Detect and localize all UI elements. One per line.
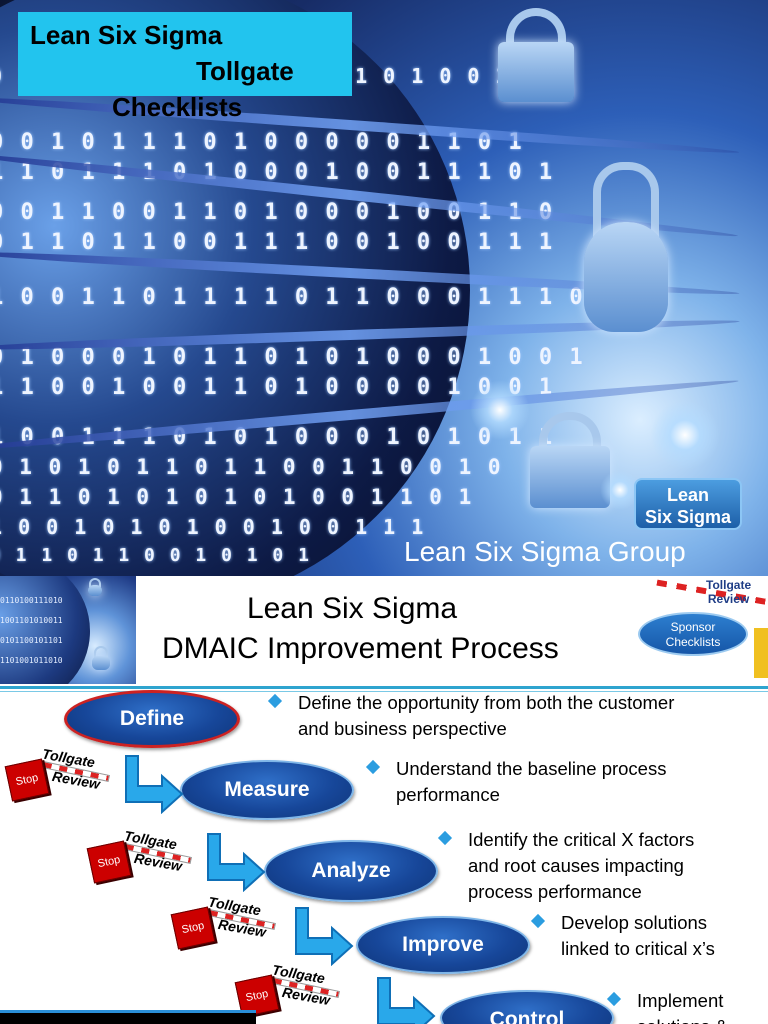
cover-title-line1: Lean Six Sigma: [30, 20, 223, 50]
slide-title-line2: DMAIC Improvement Process: [162, 632, 559, 665]
bullet-diamond-icon: [365, 759, 381, 775]
flow-arrow-icon: [207, 833, 266, 892]
padlock-icon: [584, 162, 668, 332]
light-glow: [650, 400, 720, 470]
sponsor-checklists-badge: Sponsor Checklists: [638, 612, 748, 656]
measure-description: Understand the baseline process performa…: [365, 756, 666, 808]
tollgate-stop-sign: Stop Tollgate Review: [4, 746, 116, 808]
tollgate-review-graphic: Tollgate Review Sponsor Checklists: [636, 576, 768, 680]
stop-sign-icon: Stop: [170, 906, 216, 950]
analyze-step: Analyze: [264, 840, 438, 902]
bullet-diamond-icon: [606, 991, 622, 1007]
tollgate-stop-sign: Stop Tollgate Review: [86, 828, 198, 890]
improve-step: Improve: [356, 916, 530, 974]
analyze-description: Identify the critical X factors and root…: [437, 827, 694, 905]
control-step: Control: [440, 990, 614, 1024]
footer-bar: [0, 1010, 256, 1024]
title-box: [18, 12, 352, 96]
padlock-icon: [88, 578, 102, 596]
binary-text-decoration: 0 1 1 0 1 1 0 0 1 0 1 0 1: [0, 545, 311, 566]
cover-title-line2: Tollgate: [196, 56, 294, 86]
bullet-diamond-icon: [530, 913, 546, 929]
flow-arrow-icon: [295, 907, 354, 966]
tollgate-review-label: Tollgate Review: [706, 578, 752, 606]
tollgate-stop-sign: Stop Tollgate Review: [170, 894, 282, 956]
measure-step: Measure: [180, 760, 354, 820]
stop-sign-icon: Stop: [4, 758, 50, 802]
header-thumbnail-image: 0110100111010 1001101010011 010110010110…: [0, 576, 136, 684]
define-description: Define the opportunity from both the cus…: [267, 690, 674, 742]
binary-text-decoration: 0 1 1 0 1 1 0 0 1 1 1 0 0 1 0 0 1 1 1: [0, 230, 555, 255]
control-description: Implement solutions &: [606, 988, 728, 1024]
padlock-icon: [498, 8, 574, 102]
light-glow: [470, 380, 530, 440]
binary-text-decoration: 1 1 0 0 1 0 0 1 1 0 1 0 0 0 0 1 0 0 1: [0, 375, 555, 400]
dmaic-slide: 0110100111010 1001101010011 010110010110…: [0, 576, 768, 1024]
group-name: Lean Six Sigma Group: [404, 536, 686, 567]
cover-slide: 0 1 1 0 1 0 0 1 1 1 0 1 0 1 0 1 0 0 1 0 …: [0, 0, 768, 576]
binary-text-decoration: 1 0 0 1 1 0 1 1 1 1 0 1 1 0 0 0 1 1 1 0: [0, 285, 585, 310]
logo-line2: Six Sigma: [644, 507, 732, 527]
slide-header: 0110100111010 1001101010011 010110010110…: [0, 576, 768, 684]
light-glow: [600, 470, 640, 510]
bullet-diamond-icon: [267, 693, 283, 709]
flow-arrow-icon: [377, 977, 436, 1024]
padlock-icon: [530, 412, 610, 508]
slide-title-line1: Lean Six Sigma: [246, 592, 458, 625]
bullet-diamond-icon: [437, 830, 453, 846]
binary-text-decoration: 0 1 1 0 1 0 1 0 1 0 1 0 0 1 1 0 1: [0, 485, 474, 509]
logo-line1: Lean: [666, 485, 709, 505]
flow-arrow-icon: [125, 755, 184, 814]
improve-description: Develop solutions linked to critical x’s: [530, 910, 715, 962]
binary-text-decoration: 1 0 0 1 0 1 0 1 0 0 1 0 0 1 1 1: [0, 515, 426, 539]
lean-six-sigma-logo: Lean Six Sigma: [634, 478, 742, 530]
binary-text-decoration: 0 1 0 0 0 1 0 1 1 0 1 0 1 0 0 0 1 0 0 1: [0, 345, 585, 370]
header-rule-thin: [0, 691, 768, 692]
header-rule: [0, 686, 768, 689]
define-step: Define: [64, 690, 240, 748]
binary-globe-image: [0, 0, 470, 576]
cover-title-line3: Checklists: [112, 92, 243, 122]
binary-text-decoration: 0 1 0 1 0 1 1 0 1 1 0 0 1 1 0 0 1 0: [0, 455, 503, 479]
padlock-icon: [92, 646, 110, 670]
stop-sign-icon: Stop: [86, 840, 132, 884]
